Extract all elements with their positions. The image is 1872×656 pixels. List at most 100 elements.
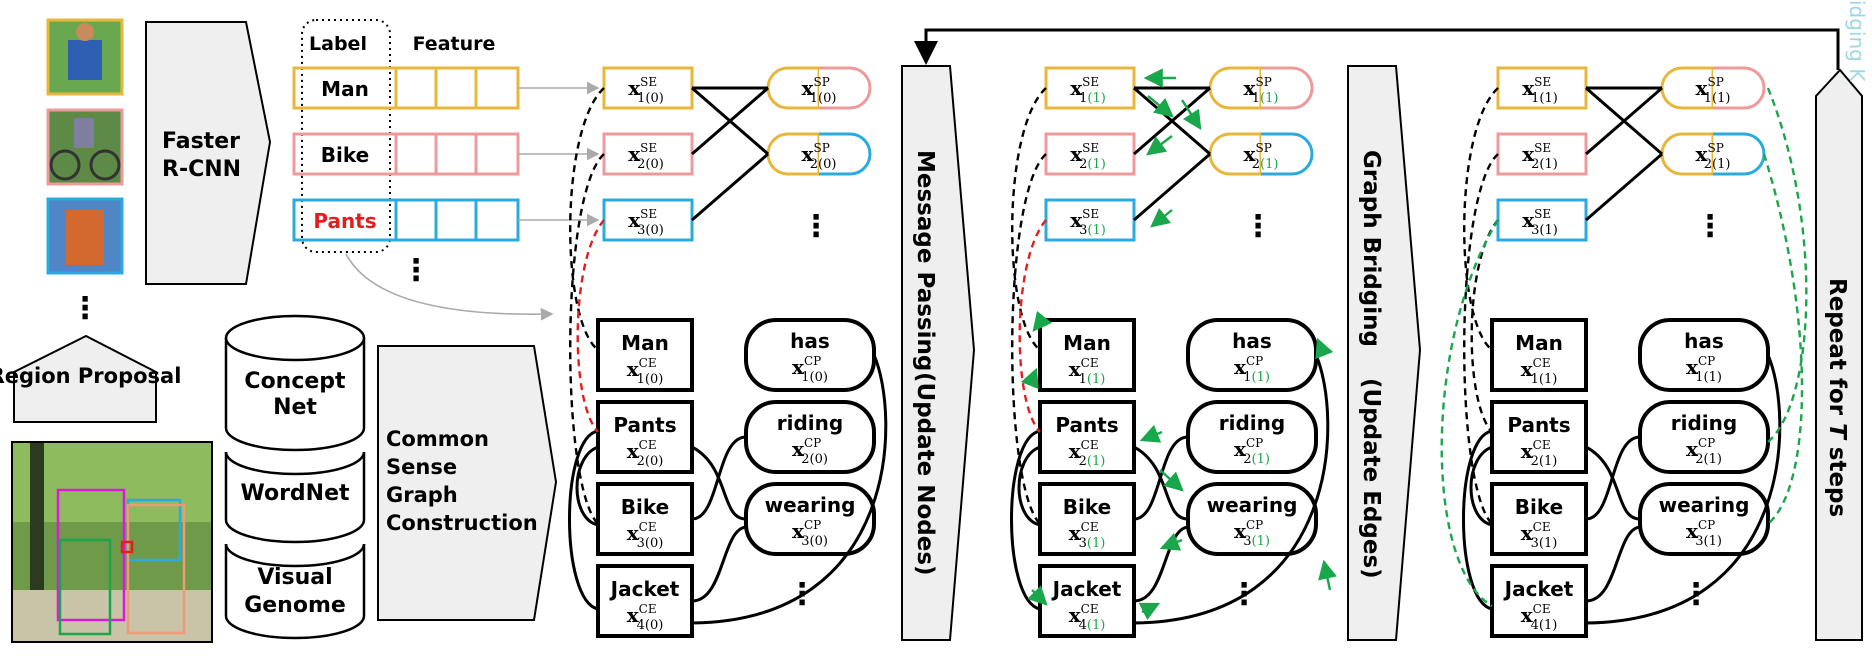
se-label-1-sup: SE [1534,75,1551,89]
ce-label-1-step: (0) [645,372,663,387]
ce-label-4-x: x [1521,603,1534,627]
cp-name-3: wearing [765,493,856,517]
bridge-right-2 [1762,153,1804,525]
se-sp-edge-3 [1585,86,1663,156]
ce-label-1-sup: CE [1081,356,1099,370]
row-label-bike: Bike [321,143,369,167]
knowledge-bases [224,314,366,640]
repeat-label-post: steps [1824,439,1850,517]
cp-label-1-sub: 1 [1695,370,1703,385]
ce-label-4-x: x [627,603,640,627]
se-label-3-sup: SE [640,207,657,221]
faster-rcnn-line2: R-CNN [162,157,241,182]
se-label-3-x: x [1070,208,1083,232]
se-label-2-x: x [628,142,641,166]
cp-label-3-sup: CP [1246,518,1263,532]
ce-name-1: Man [1515,331,1563,355]
ce-name-1: Man [1063,331,1111,355]
ce-cp-edge-3 [1585,525,1641,603]
sp-node-1-right [1713,66,1766,110]
sp-label-2-sub: 2 [1252,157,1260,172]
ce-label-3-step: (1) [1087,536,1105,551]
ce-node-4 [1490,564,1588,638]
ce-label-1-x: x [627,357,640,381]
se-label-3-step: (1) [1539,223,1557,238]
se-label-1-x: x [1070,76,1083,100]
msg-arrow-2 [1147,95,1174,118]
ce-label-2-x: x [627,439,640,463]
mp-sub: (Update Nodes) [912,372,938,576]
sp-node-2-left [1660,132,1715,176]
ce-name-2: Pants [1055,413,1118,437]
ce-node-1 [596,318,694,392]
repeat-label-pre: Repeat for [1824,278,1850,423]
cp-label-2-step: (1) [1704,452,1722,467]
ce-cp-edge-2 [691,435,747,521]
ce-label-3-x: x [1521,521,1534,545]
ce-label-1-sub: 1 [1079,372,1087,387]
ce-label-2-sub: 2 [1531,454,1539,469]
ce-label-1-sub: 1 [1531,372,1539,387]
sp-label-1-x: x [802,76,815,100]
cyl-wordnet [224,452,366,544]
sp-label-2-x: x [1696,142,1709,166]
corr-man [1463,87,1499,351]
ce-name-4: Jacket [609,577,680,601]
ce-label-4-step: (0) [645,618,663,633]
cp-label-3-step: (1) [1704,534,1722,549]
cp-label-3-sub: 3 [1243,534,1251,549]
se-label-1-x: x [1522,76,1535,100]
cp-label-1-x: x [1686,355,1699,379]
ce-label-2-sup: CE [639,438,657,452]
ce-label-1-step: (1) [1539,372,1557,387]
se-label-2-sub: 2 [637,157,645,172]
se-label-1-step: (0) [645,91,663,106]
csg-line3: Graph [386,483,458,507]
msg-arrow-8 [1159,469,1184,492]
cp-label-3-x: x [1234,519,1247,543]
ce-label-4-sup: CE [1081,602,1099,616]
ce-node-1 [1490,318,1588,392]
cp-label-3-x: x [1686,519,1699,543]
se-node-1 [602,66,694,110]
se-sp-edge-4 [1133,152,1211,222]
region-proposal-block: Region Proposal [0,334,181,423]
faster-rcnn-block: Faster R-CNN [145,21,272,285]
ce-label-1-sup: CE [1533,356,1551,370]
crop-pants [46,197,124,275]
se-label-3-sup: SE [1534,207,1551,221]
se-label-2-sub: 2 [1079,157,1087,172]
ce-label-3-sup: CE [1081,520,1099,534]
full-photo [11,441,213,643]
cp-label-3-step: (0) [810,534,828,549]
message-passing-block: Message Passing (Update Nodes) [901,65,976,641]
row-label-pants: Pants [313,209,376,233]
cp-label-1-step: (1) [1704,370,1722,385]
ce-label-3-sup: CE [1533,520,1551,534]
sp-node-1-right [819,66,872,110]
ce-label-3-step: (1) [1539,536,1557,551]
sp-node-2-right [1713,132,1766,176]
ce-name-4: Jacket [1503,577,1574,601]
corr-pants [1018,219,1047,433]
row-label-man: Man [321,77,369,101]
ce-node-2 [1490,400,1588,474]
sp-label-2-sub: 2 [810,157,818,172]
ce-label-1-sub: 1 [637,372,645,387]
se-label-3-x: x [1522,208,1535,232]
ce-label-4-step: (1) [1539,618,1557,633]
gb-label: Graph Bridging [1358,150,1384,347]
ce-node-2 [596,400,694,474]
